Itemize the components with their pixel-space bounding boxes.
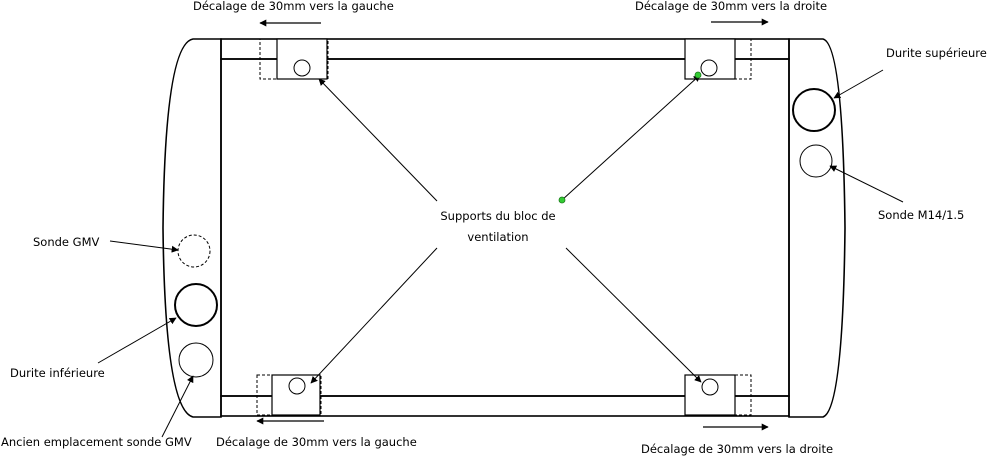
sensor-m14-port: [799, 144, 833, 178]
markers: [558, 71, 702, 204]
green-dot-icon: [558, 196, 566, 204]
sensor-gmv-port: [177, 234, 211, 268]
label-shift-right-bottom: Décalage de 30mm vers la droite: [641, 442, 833, 456]
left-tank: [162, 38, 222, 418]
old-sensor-port: [178, 342, 214, 378]
radiator-body: [162, 38, 846, 418]
leader-lower-hose: [97, 317, 177, 364]
leader-sensor-gmv: [109, 240, 179, 253]
ports: [174, 88, 836, 378]
label-sensor-m14: Sonde M14/1.5: [878, 208, 964, 222]
lower-hose-port: [174, 283, 218, 327]
label-lower-hose: Durite inférieure: [10, 366, 105, 380]
label-upper-hose: Durite supérieure: [886, 46, 987, 60]
label-supports-line1: Supports du bloc de: [440, 209, 555, 223]
leader-old-sensor: [161, 375, 194, 438]
label-old-sensor-location: Ancien emplacement sonde GMV: [1, 435, 192, 449]
leader-supports-bottom-right: [565, 247, 702, 383]
leader-sensor-m14: [829, 165, 904, 203]
bracket-top-right: [684, 38, 736, 80]
leader-lines: [97, 69, 904, 438]
hole-bottom-right: [701, 378, 719, 396]
hole-top-left: [293, 59, 311, 77]
label-shift-right-top: Décalage de 30mm vers la droite: [635, 0, 827, 13]
green-dot-icon: [694, 71, 702, 79]
leader-upper-hose: [833, 69, 884, 99]
shift-arrows: [256, 18, 769, 431]
leader-supports-bottom-left: [310, 247, 438, 384]
label-supports-line2: ventilation: [467, 230, 528, 244]
leader-supports-top-right: [561, 74, 701, 201]
bracket-top-left: [276, 38, 328, 80]
label-shift-left-top: Décalage de 30mm vers la gauche: [193, 0, 394, 13]
right-tank: [788, 38, 846, 418]
upper-hose-port: [792, 88, 836, 132]
hole-bottom-left: [288, 377, 306, 395]
core-area: [220, 58, 790, 397]
bracket-holes: [288, 59, 719, 396]
label-sensor-gmv: Sonde GMV: [33, 235, 99, 249]
label-shift-left-bottom: Décalage de 30mm vers la gauche: [216, 435, 417, 449]
leader-supports-top-left: [318, 78, 438, 202]
brackets: [271, 38, 736, 416]
hole-top-right: [700, 59, 718, 77]
